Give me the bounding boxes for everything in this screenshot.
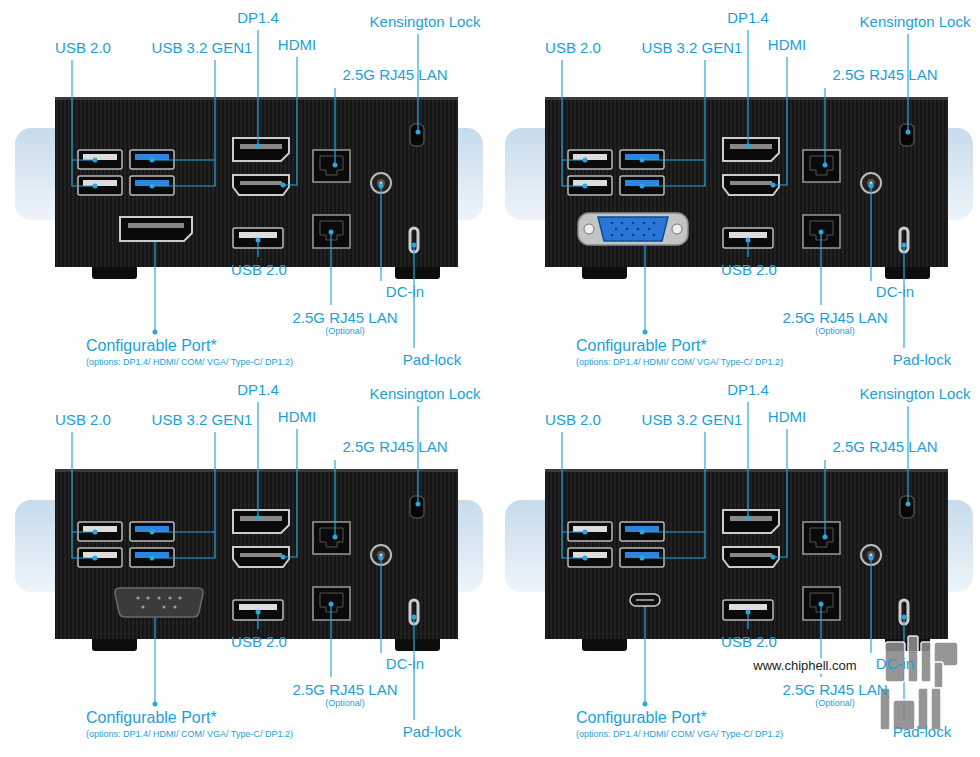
pc-rear-panel xyxy=(505,402,973,720)
port-label: USB 2.0 xyxy=(55,39,111,56)
port-label: Pad-lock xyxy=(893,723,951,740)
port-label: DP1.4 xyxy=(727,9,769,26)
port-label: Configurable Port* xyxy=(576,337,707,355)
port-label: HDMI xyxy=(278,36,316,53)
com-port xyxy=(115,588,203,617)
note-label: (Optional) xyxy=(815,326,855,336)
port-label: 2.5G RJ45 LAN xyxy=(342,438,447,455)
port-label: DP1.4 xyxy=(727,381,769,398)
port-label: Kensington Lock xyxy=(860,385,971,402)
port-label: 2.5G RJ45 LAN xyxy=(832,66,937,83)
port-label: Configurable Port* xyxy=(576,709,707,727)
port-label: DC-in xyxy=(386,283,424,300)
port-label: Kensington Lock xyxy=(370,385,481,402)
port-label: 2.5G RJ45 LAN xyxy=(782,309,887,326)
port-label: HDMI xyxy=(768,408,806,425)
port-label: DC-in xyxy=(876,283,914,300)
port-label: DC-in xyxy=(876,655,914,672)
port-label: Kensington Lock xyxy=(370,13,481,30)
pc-rear-panel xyxy=(15,402,483,720)
pc-rear-panel xyxy=(15,30,483,348)
port-label: 2.5G RJ45 LAN xyxy=(292,681,397,698)
note-label: (options: DP1.4/ HDMI/ COM/ VGA/ Type-C/… xyxy=(86,357,293,367)
port-label: USB 3.2 GEN1 xyxy=(642,39,743,56)
port-label: USB 3.2 GEN1 xyxy=(642,411,743,428)
port-label: USB 2.0 xyxy=(721,633,777,650)
port-label: USB 2.0 xyxy=(545,411,601,428)
note-label: (Optional) xyxy=(325,326,365,336)
note-label: (Optional) xyxy=(815,698,855,708)
port-label: Pad-lock xyxy=(893,351,951,368)
watermark-logo xyxy=(880,636,958,730)
port-label: USB 2.0 xyxy=(231,633,287,650)
port-label: HDMI xyxy=(768,36,806,53)
port-label: USB 3.2 GEN1 xyxy=(152,39,253,56)
vga-port xyxy=(578,213,688,245)
port-label: HDMI xyxy=(278,408,316,425)
port-label: 2.5G RJ45 LAN xyxy=(832,438,937,455)
port-label: USB 2.0 xyxy=(721,261,777,278)
note-label: (Optional) xyxy=(325,698,365,708)
port-label: USB 2.0 xyxy=(545,39,601,56)
watermark: www.chiphell.com xyxy=(751,659,858,674)
port-label: Configurable Port* xyxy=(86,709,217,727)
port-label: USB 3.2 GEN1 xyxy=(152,411,253,428)
port-label: 2.5G RJ45 LAN xyxy=(342,66,447,83)
dp-port xyxy=(120,217,192,241)
port-label: USB 2.0 xyxy=(231,261,287,278)
note-label: (options: DP1.4/ HDMI/ COM/ VGA/ Type-C/… xyxy=(576,729,783,739)
port-label: DP1.4 xyxy=(237,381,279,398)
port-label: Configurable Port* xyxy=(86,337,217,355)
port-label: 2.5G RJ45 LAN xyxy=(782,681,887,698)
port-label: 2.5G RJ45 LAN xyxy=(292,309,397,326)
port-label: USB 2.0 xyxy=(55,411,111,428)
port-label: Kensington Lock xyxy=(860,13,971,30)
usb-c-port xyxy=(630,594,660,606)
note-label: (options: DP1.4/ HDMI/ COM/ VGA/ Type-C/… xyxy=(576,357,783,367)
port-label: Pad-lock xyxy=(403,351,461,368)
port-label: Pad-lock xyxy=(403,723,461,740)
port-label: DP1.4 xyxy=(237,9,279,26)
note-label: (options: DP1.4/ HDMI/ COM/ VGA/ Type-C/… xyxy=(86,729,293,739)
port-label: DC-in xyxy=(386,655,424,672)
pc-rear-panel xyxy=(505,30,973,348)
